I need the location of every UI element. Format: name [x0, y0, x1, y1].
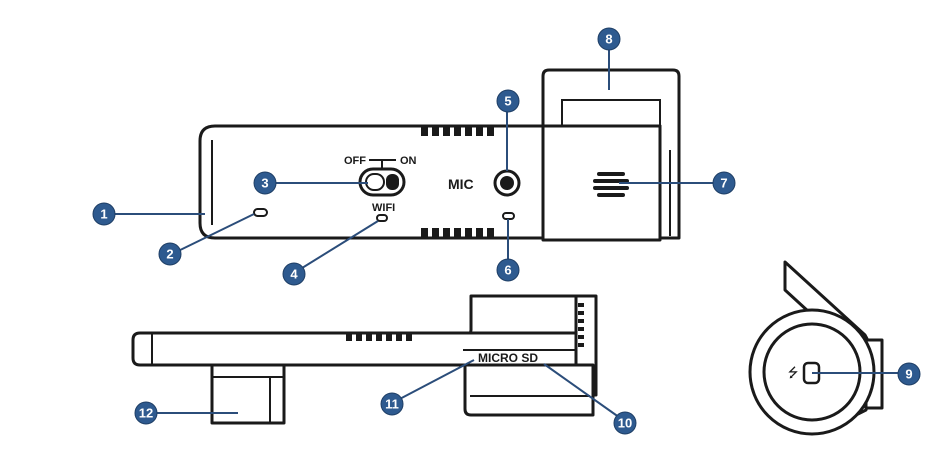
callout-12: 12 [134, 401, 158, 425]
label-mic: MIC [448, 176, 474, 192]
callout-3: 3 [253, 171, 277, 195]
side-view: ⭍ [748, 260, 884, 436]
svg-text:10: 10 [618, 416, 632, 431]
leader-lines [110, 42, 906, 421]
callout-10: 10 [613, 411, 637, 435]
callout-4: 4 [282, 262, 306, 286]
label-off: OFF [344, 155, 366, 167]
svg-text:4: 4 [290, 267, 298, 282]
callout-9: 9 [897, 362, 921, 386]
callout-7: 7 [712, 171, 736, 195]
callout-1: 1 [92, 202, 116, 226]
body-vents [346, 333, 412, 341]
wifi-led [376, 214, 388, 222]
status-led [253, 208, 268, 217]
main-body [198, 124, 545, 240]
svg-text:3: 3 [261, 176, 268, 191]
callout-8: 8 [597, 27, 621, 51]
svg-text:12: 12 [139, 406, 153, 421]
label-micro-sd: MICRO SD [478, 351, 538, 365]
svg-text:1: 1 [100, 207, 107, 222]
svg-text:2: 2 [166, 247, 173, 262]
label-wifi: WIFI [372, 202, 395, 214]
speaker-grille [593, 172, 629, 197]
svg-text:11: 11 [385, 397, 399, 412]
side-vents [578, 303, 584, 347]
usb-icon: ⭍ [788, 366, 799, 381]
svg-text:9: 9 [905, 367, 912, 382]
svg-text:7: 7 [720, 176, 727, 191]
svg-text:8: 8 [605, 32, 612, 47]
bottom-view [131, 294, 598, 425]
bottom-vents [421, 228, 494, 237]
label-on: ON [400, 155, 417, 167]
microphone [493, 169, 521, 197]
svg-text:6: 6 [504, 263, 511, 278]
mount-bracket [541, 68, 681, 240]
svg-text:5: 5 [504, 94, 511, 109]
callout-5: 5 [496, 89, 520, 113]
power-wifi-switch [358, 159, 406, 197]
top-vents [421, 127, 494, 136]
callout-11: 11 [380, 392, 404, 416]
callout-2: 2 [158, 242, 182, 266]
callout-6: 6 [496, 258, 520, 282]
